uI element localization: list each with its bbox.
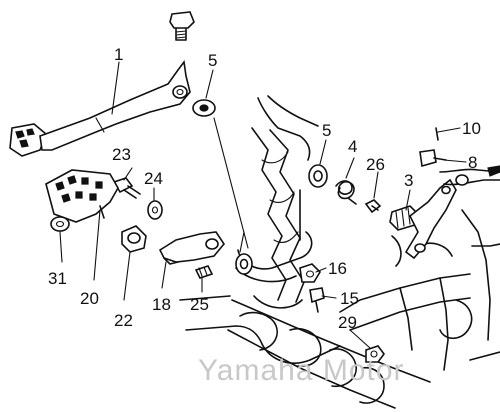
callout-23: 23 — [112, 145, 131, 164]
nut-16 — [299, 263, 322, 283]
washer-24 — [147, 200, 163, 220]
bolt-8 — [419, 149, 447, 168]
callout-5a: 5 — [208, 51, 217, 70]
return-spring — [335, 180, 357, 205]
frame-structure — [179, 95, 500, 409]
callout-10: 10 — [462, 119, 481, 138]
callout-26: 26 — [366, 155, 385, 174]
callout-24: 24 — [144, 169, 163, 188]
pin-10 — [435, 127, 439, 141]
callout-22: 22 — [114, 311, 133, 330]
callout-29: 29 — [338, 313, 357, 332]
washer-31 — [50, 216, 70, 232]
callout-4: 4 — [348, 137, 357, 156]
callout-18: 18 — [152, 295, 171, 314]
bolt-26 — [364, 199, 382, 214]
callout-1: 1 — [114, 45, 123, 64]
callout-31: 31 — [48, 269, 67, 288]
shift-lever — [9, 59, 191, 157]
washer-upper — [192, 99, 216, 117]
bracket-18 — [158, 231, 225, 265]
footrest — [45, 169, 119, 223]
callout-20: 20 — [80, 289, 99, 308]
callout-25: 25 — [190, 295, 209, 314]
collar-22 — [121, 225, 147, 253]
nut-29 — [365, 345, 385, 363]
leader-lines — [59, 61, 467, 349]
shift-arm — [389, 165, 500, 260]
watermark: Yamaha Motor — [198, 354, 405, 387]
washer-lower — [308, 164, 328, 188]
callout-16: 16 — [328, 259, 347, 278]
pin-25 — [194, 265, 214, 279]
callout-15: 15 — [340, 289, 359, 308]
callout-3: 3 — [404, 171, 413, 190]
callout-labels: 1 5 5 4 10 8 26 3 23 24 16 15 29 31 20 2… — [48, 45, 481, 332]
cap-bolt — [169, 11, 195, 41]
callout-5b: 5 — [322, 121, 331, 140]
bolt-15 — [309, 287, 325, 313]
pivot-collar — [235, 253, 253, 275]
callout-8: 8 — [468, 153, 477, 172]
